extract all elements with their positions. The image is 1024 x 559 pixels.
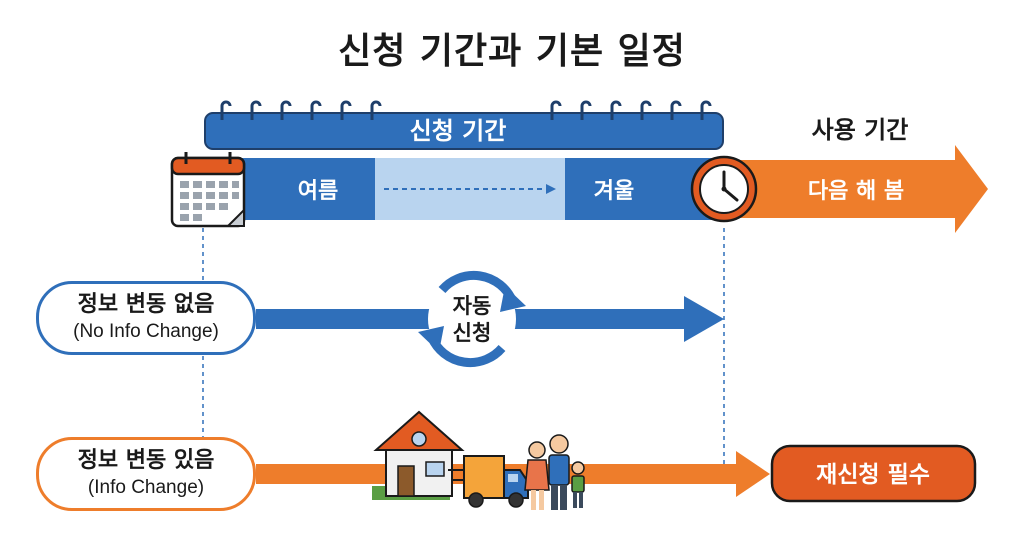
calendar-icon <box>170 152 246 228</box>
usage-period-label: 사용 기간 <box>812 116 909 144</box>
reapply-badge <box>770 444 977 503</box>
change-label-ko: 정보 변동 있음 <box>77 448 215 473</box>
application-period-label: 신청 기간 <box>410 117 507 145</box>
change-arrow-head <box>736 451 770 497</box>
auto-apply-line2: 신청 <box>453 321 492 345</box>
no-change-label-pill: 정보 변동 없음 (No Info Change) <box>36 281 256 355</box>
refresh-cycle-icon <box>418 270 526 368</box>
summer-label: 여름 <box>298 179 338 204</box>
no-change-label-ko: 정보 변동 없음 <box>77 292 215 317</box>
winter-label: 겨울 <box>594 179 634 204</box>
moving-truck-icon <box>448 455 529 508</box>
usage-period-arrow <box>723 145 988 233</box>
no-change-arrow-head <box>684 296 724 342</box>
next-spring-label: 다음 해 봄 <box>808 179 904 204</box>
family-icon <box>524 434 585 510</box>
clock-icon <box>690 155 758 223</box>
change-label-pill: 정보 변동 있음 (Info Change) <box>36 437 256 511</box>
auto-apply-line1: 자동 <box>453 294 492 318</box>
dashed-arrow-head <box>546 184 556 194</box>
change-label-en: (Info Change) <box>87 477 205 498</box>
binder-rings <box>220 100 712 120</box>
no-change-label-en: (No Info Change) <box>73 321 219 342</box>
house-icon <box>372 410 465 500</box>
page-title: 신청 기간과 기본 일정 <box>338 31 686 72</box>
reapply-label: 재신청 필수 <box>816 462 930 488</box>
application-period-header <box>204 112 724 150</box>
